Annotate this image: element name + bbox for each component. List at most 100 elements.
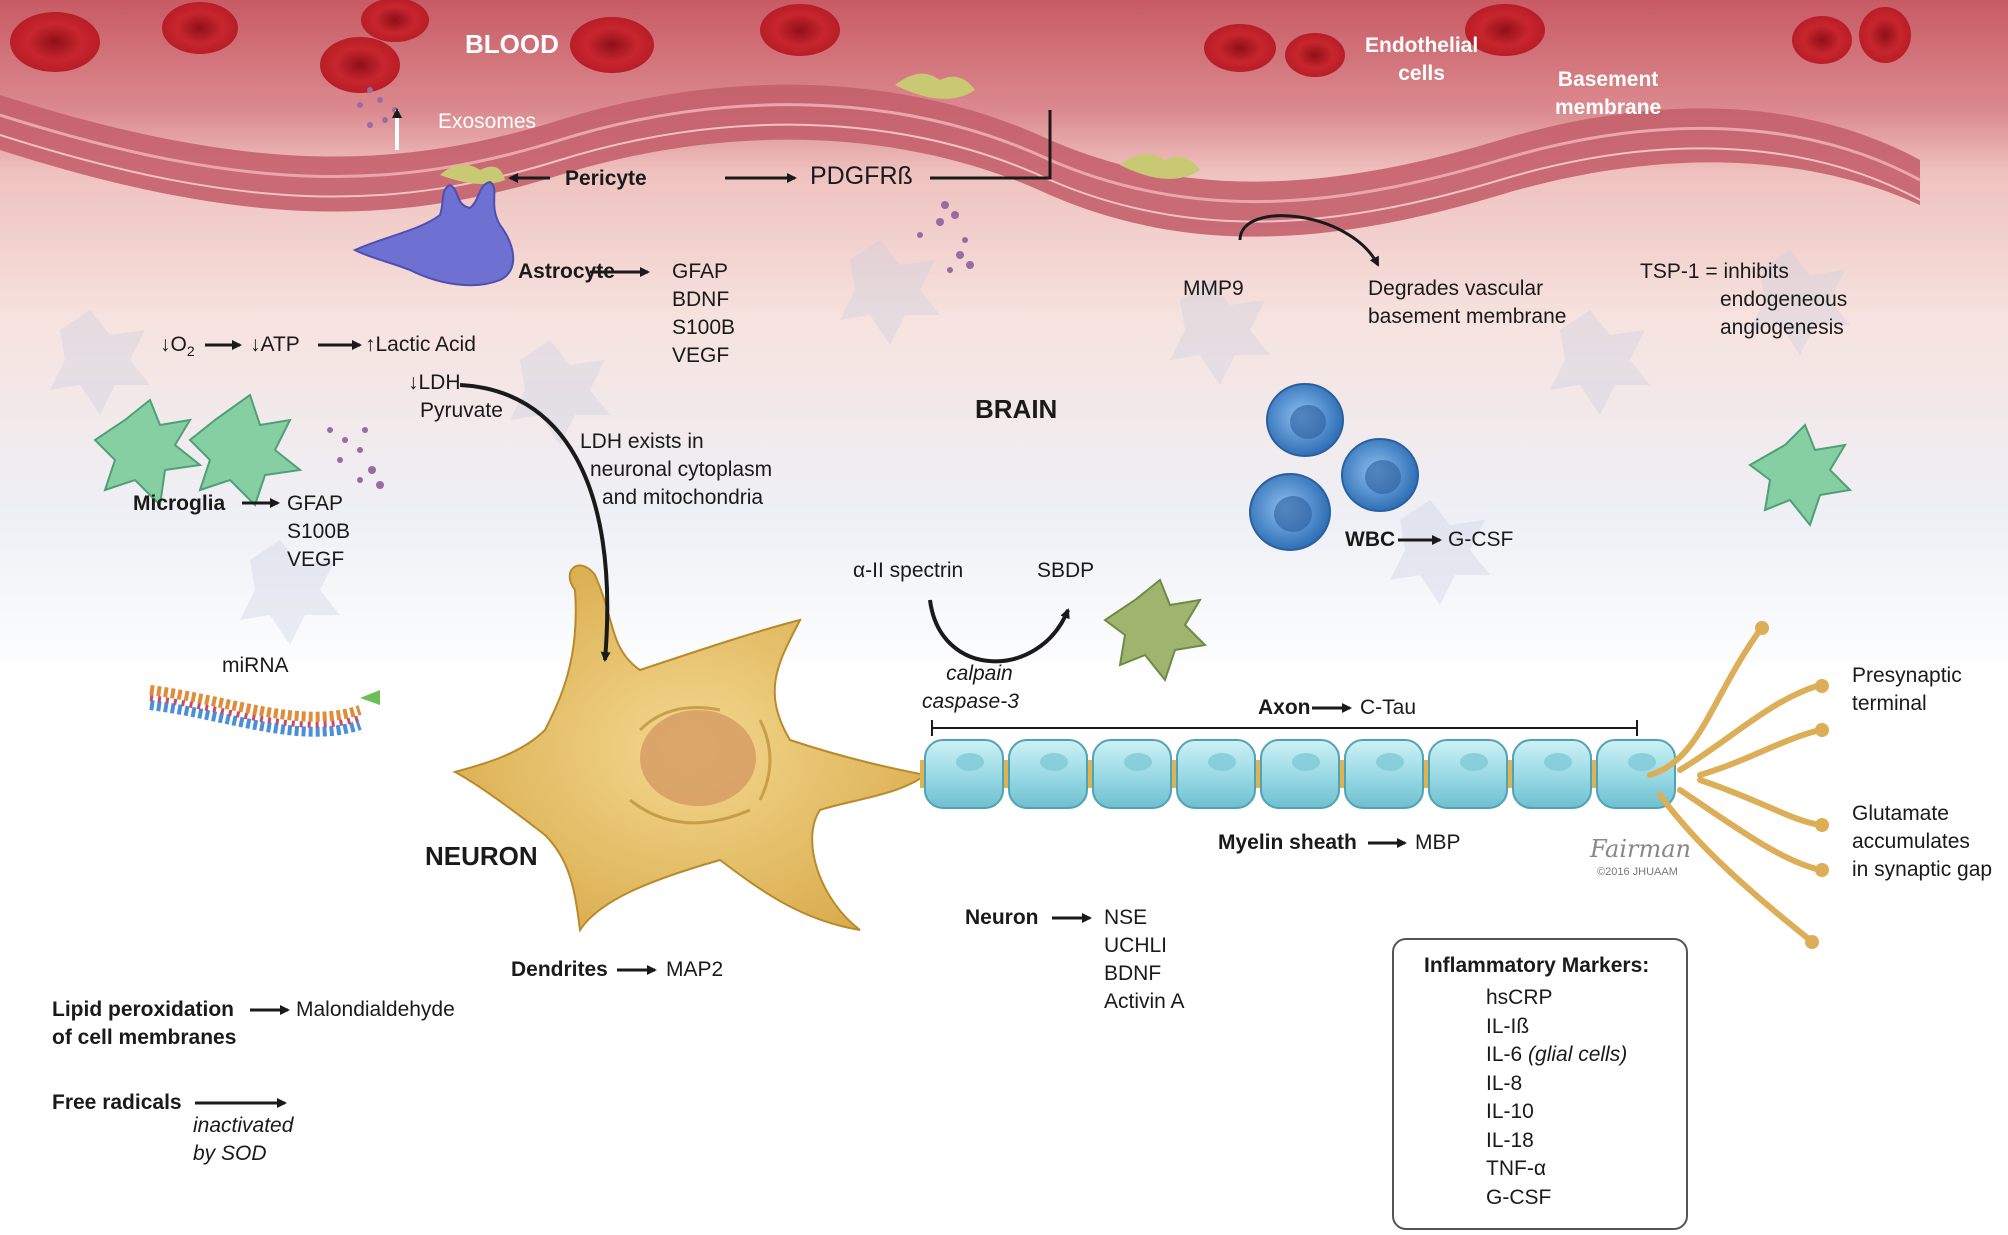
astrocyte-marker: VEGF bbox=[672, 344, 730, 367]
presynaptic-line: Presynaptic bbox=[1852, 664, 1962, 687]
o2-subscript: 2 bbox=[186, 343, 195, 360]
microglia-marker: GFAP bbox=[287, 492, 344, 515]
brain-tissue-cells bbox=[50, 240, 1850, 645]
inflammatory-item: IL-18 bbox=[1486, 1128, 1534, 1152]
inflammatory-markers-box: Inflammatory Markers: hsCRP IL-Iß IL-6 (… bbox=[1392, 938, 1688, 1230]
tsp1-line: TSP-1 = inhibits bbox=[1640, 260, 1789, 283]
myelin-segment bbox=[1176, 739, 1256, 809]
il6-text: IL-6 bbox=[1486, 1043, 1523, 1066]
inflammatory-item: IL-Iß bbox=[1486, 1014, 1530, 1038]
mmp9-effect-line: Degrades vascular bbox=[1368, 277, 1544, 300]
o2-label: ↓O2 bbox=[160, 331, 195, 365]
sbdp-label: SBDP bbox=[1037, 559, 1095, 582]
microglia-markers: GFAP S100B VEGF bbox=[287, 490, 350, 574]
spectrin-arrow bbox=[928, 599, 1070, 664]
inflammatory-item: hsCRP bbox=[1486, 986, 1553, 1009]
lactic-label: ↑Lactic Acid bbox=[365, 333, 476, 356]
basement-line-2: membrane bbox=[1555, 96, 1662, 119]
blood-label: BLOOD bbox=[465, 29, 559, 59]
red-blood-cells bbox=[10, 0, 1911, 93]
glutamate-line: accumulates bbox=[1852, 830, 1970, 853]
inflammatory-item: IL-6 (glial cells) bbox=[1486, 1041, 1627, 1070]
ldh-arrow bbox=[459, 383, 611, 662]
dendrites-marker: MAP2 bbox=[666, 958, 724, 981]
tsp1-line: angiogenesis bbox=[1720, 316, 1844, 339]
lipid-label: Lipid peroxidation of cell membranes bbox=[52, 996, 236, 1052]
inflammatory-item: G-CSF bbox=[1486, 1185, 1552, 1209]
myelin-segment bbox=[1596, 739, 1676, 809]
mmp9-effect: Degrades vascular basement membrane bbox=[1368, 275, 1566, 331]
artist-signature: Fairman bbox=[1590, 835, 1692, 863]
neuron-label: NEURON bbox=[425, 841, 538, 871]
atp-label: ↓ATP bbox=[250, 333, 300, 356]
glutamate-line: Glutamate bbox=[1852, 802, 1949, 825]
ldh-note-line: neuronal cytoplasm bbox=[590, 458, 773, 481]
schwann-nucleus bbox=[1376, 753, 1404, 771]
neuron-marker: UCHLI bbox=[1104, 934, 1168, 957]
wbc-marker: G-CSF bbox=[1448, 528, 1514, 551]
schwann-nucleus bbox=[1628, 753, 1656, 771]
endothelial-line-2: cells bbox=[1398, 62, 1445, 85]
astrocyte-cell bbox=[352, 180, 515, 287]
ldh-note-line: LDH exists in bbox=[580, 430, 704, 453]
presynaptic-line: terminal bbox=[1852, 692, 1927, 715]
protease-line: calpain bbox=[946, 662, 1013, 685]
myelin-segment bbox=[924, 739, 1004, 809]
myelin-marker: MBP bbox=[1415, 831, 1461, 854]
neuron-markers: NSE UCHLI BDNF Activin A bbox=[1104, 904, 1185, 1016]
copyright: ©2016 JHUAAM bbox=[1597, 866, 1678, 878]
schwann-nucleus bbox=[1124, 753, 1152, 771]
endothelial-line-1: Endothelial bbox=[1365, 34, 1479, 57]
tsp1-label: TSP-1 = inhibits endogeneous angiogenesi… bbox=[1640, 258, 1847, 342]
basement-line-1: Basement bbox=[1557, 68, 1659, 91]
exosomes-label: Exosomes bbox=[438, 110, 537, 133]
inflammatory-item: IL-8 bbox=[1486, 1071, 1523, 1095]
connectors bbox=[195, 110, 1638, 1108]
schwann-nucleus bbox=[1292, 753, 1320, 771]
neuron-markers-label: Neuron bbox=[965, 906, 1039, 929]
inflammatory-list: hsCRP IL-Iß IL-6 (glial cells) IL-8 IL-1… bbox=[1486, 984, 1627, 1212]
sod-note-line: inactivated bbox=[193, 1114, 294, 1137]
lipid-line: Lipid peroxidation bbox=[52, 998, 234, 1021]
myelin-segment bbox=[1092, 739, 1172, 809]
protease-label: calpain caspase-3 bbox=[922, 660, 1019, 716]
protease-line: caspase-3 bbox=[922, 690, 1019, 713]
microglia-marker: S100B bbox=[287, 520, 351, 543]
myelin-segment bbox=[1428, 739, 1508, 809]
neuron-marker: NSE bbox=[1104, 906, 1148, 929]
presynaptic-branches bbox=[1647, 627, 1823, 943]
schwann-nucleus bbox=[1208, 753, 1236, 771]
endothelial-label: Endothelial cells bbox=[1365, 32, 1478, 88]
mirna-strand bbox=[149, 685, 380, 737]
axon-marker: C-Tau bbox=[1360, 696, 1417, 719]
astrocyte-label: Astrocyte bbox=[518, 260, 615, 283]
glutamate-label: Glutamate accumulates in synaptic gap bbox=[1852, 800, 1992, 884]
myelin-segment bbox=[1260, 739, 1340, 809]
schwann-nucleus bbox=[1544, 753, 1572, 771]
mmp9-label: MMP9 bbox=[1183, 277, 1244, 300]
pdgfr-label: PDGFRß bbox=[810, 162, 913, 190]
schwann-nucleus bbox=[956, 753, 984, 771]
il6-note: (glial cells) bbox=[1528, 1043, 1628, 1066]
pericyte-label: Pericyte bbox=[565, 167, 647, 190]
microglia-label: Microglia bbox=[133, 492, 226, 515]
ldh-note: LDH exists in neuronal cytoplasm and mit… bbox=[580, 428, 772, 512]
o2-text: ↓O bbox=[160, 333, 187, 356]
schwann-nucleus bbox=[1040, 753, 1068, 771]
myelin-segment bbox=[1344, 739, 1424, 809]
free-radicals-label: Free radicals bbox=[52, 1091, 182, 1114]
myelin-segments bbox=[924, 739, 1676, 809]
astrocyte-markers: GFAP BDNF S100B VEGF bbox=[672, 258, 735, 370]
white-blood-cells bbox=[1249, 383, 1419, 551]
neuron-marker: BDNF bbox=[1104, 962, 1162, 985]
mirna-label: miRNA bbox=[222, 654, 289, 677]
brain-label: BRAIN bbox=[975, 394, 1058, 424]
tsp1-line: endogeneous bbox=[1720, 288, 1848, 311]
pyruvate-label: Pyruvate bbox=[420, 399, 503, 422]
axon-label: Axon bbox=[1258, 696, 1311, 719]
glutamate-line: in synaptic gap bbox=[1852, 858, 1993, 881]
myelin-segment bbox=[1512, 739, 1592, 809]
myelin-label: Myelin sheath bbox=[1218, 831, 1357, 854]
inflammatory-item: IL-10 bbox=[1486, 1100, 1534, 1123]
